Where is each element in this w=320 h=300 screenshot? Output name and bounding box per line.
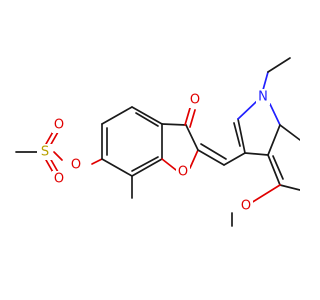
bond-c-c3 [161, 123, 187, 126]
oxygen-ester-label: O [71, 158, 81, 173]
bond-exo-a [197, 149, 225, 166]
oxygen-sulfonyl-top-label: O [54, 118, 64, 133]
bond-s-o-bottom-b [49, 157, 59, 173]
bond-carbonyl-b [189, 109, 196, 128]
bond-c3a-c4-inner [272, 155, 284, 180]
o-carbonyl-bg [188, 92, 202, 108]
bond-c7a-c3a [267, 124, 281, 156]
o-sulfonyl-bottom-bg [52, 171, 66, 187]
bond-n-c7a [269, 103, 281, 126]
bond-o-aryl [91, 158, 103, 165]
bond-c3a-c4 [267, 154, 281, 186]
bond-c3a-c3 [244, 152, 269, 156]
bond-s-o-top-b [49, 131, 59, 147]
oxygen-furan-label: O [178, 165, 188, 180]
bond-exo-b [200, 143, 227, 160]
bond-c3-c2-indole [237, 118, 246, 154]
molecule-structure-diagram: S O O O O O N O [15, 57, 300, 227]
o-furan-bg [176, 164, 190, 180]
bond-ring-5 [131, 158, 163, 177]
sulfur-label: S [41, 145, 49, 160]
bond-carbonyl-a [184, 107, 191, 126]
s-label-bg [37, 144, 53, 160]
bond-ch2-ch3 [267, 57, 291, 73]
bond-ring-2 [101, 106, 133, 125]
oxygen-sulfonyl-bottom-label: O [54, 172, 64, 187]
oxygen-methoxy-label: O [241, 199, 251, 214]
bond-ring-5-inner [131, 156, 159, 172]
bond-c3-c2-inner [233, 122, 241, 147]
bond-c2-n [237, 100, 258, 120]
bond-c3-c2 [185, 124, 199, 151]
bond-c7a-c7 [279, 124, 300, 141]
bond-n-ch2 [262, 71, 269, 91]
o-ester-bg [69, 157, 83, 173]
nitrogen-label: N [258, 90, 268, 105]
bond-c-o-furan [161, 158, 177, 171]
bond-c5-o-methoxy [250, 184, 281, 204]
bond-o-furan-c2 [189, 149, 199, 169]
o-sulfonyl-top-bg [52, 117, 66, 133]
n-bg [256, 89, 270, 105]
bond-c4-c5 [279, 184, 300, 191]
o-methoxy-bg [239, 198, 253, 214]
bond-ring-3 [131, 106, 163, 125]
oxygen-carbonyl-label: O [190, 93, 200, 108]
bond-ring-3-inner [135, 112, 159, 127]
bond-methine-c3 [223, 152, 246, 166]
bond-s-o-ester [53, 151, 63, 161]
bond-ring-6 [101, 158, 133, 177]
